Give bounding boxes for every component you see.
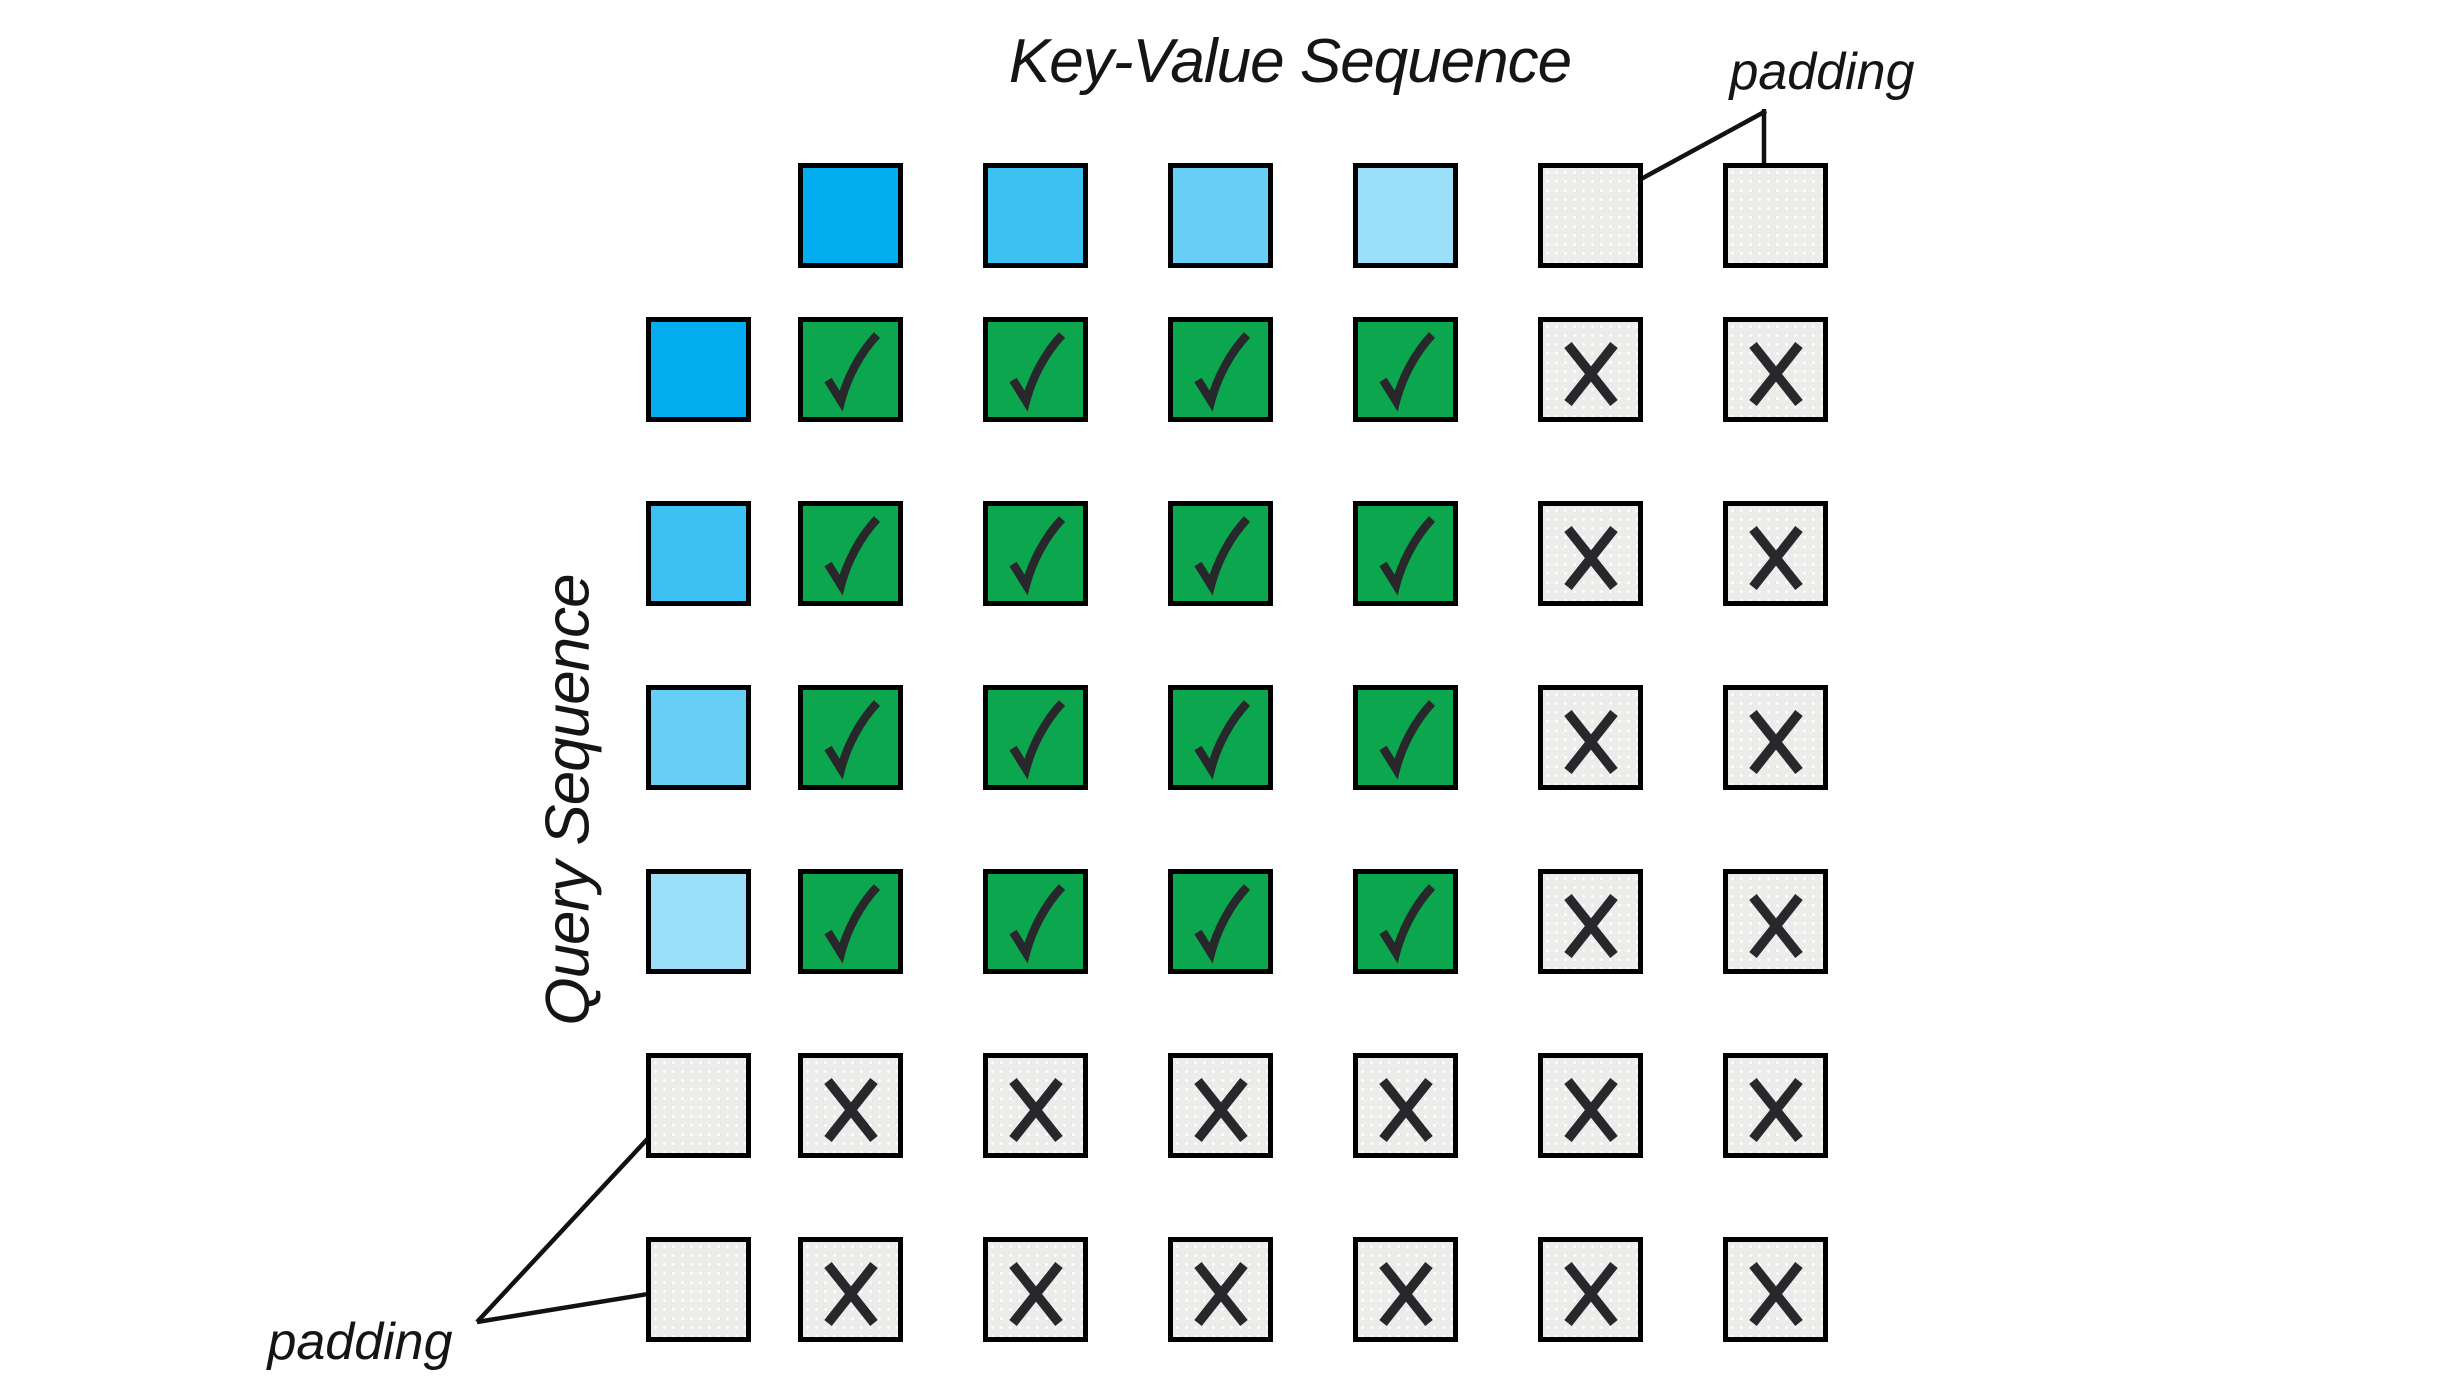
mask-cell-allowed (1168, 317, 1273, 422)
mask-cell-allowed (1353, 685, 1458, 790)
key-value-sequence-label: Key-Value Sequence (1008, 27, 1572, 96)
padding-label-top: padding (1729, 43, 1915, 101)
mask-cell-blocked (1723, 1237, 1828, 1342)
mask-cell-blocked (1538, 869, 1643, 974)
mask-cell-blocked (1538, 501, 1643, 606)
mask-cell-blocked (798, 1053, 903, 1158)
mask-cell-allowed (798, 501, 903, 606)
mask-cell-allowed (1353, 501, 1458, 606)
padding-label-bottom: padding (267, 1313, 453, 1371)
mask-cell-allowed (983, 869, 1088, 974)
mask-cell-allowed (798, 685, 903, 790)
mask-cell-allowed (1168, 869, 1273, 974)
mask-cell-allowed (1353, 869, 1458, 974)
mask-cell-blocked (1538, 317, 1643, 422)
mask-cell-blocked (1353, 1237, 1458, 1342)
mask-cell-blocked (1538, 1237, 1643, 1342)
query-padding-token-cell (646, 1053, 751, 1158)
mask-cell-blocked (1723, 869, 1828, 974)
mask-cell-allowed (798, 869, 903, 974)
mask-cell-allowed (798, 317, 903, 422)
key-token-cell (1353, 163, 1458, 268)
mask-cell-blocked (1723, 317, 1828, 422)
query-token-cell (646, 317, 751, 422)
key-token-cell (1168, 163, 1273, 268)
mask-cell-blocked (1538, 1053, 1643, 1158)
mask-cell-blocked (983, 1237, 1088, 1342)
mask-cell-allowed (983, 685, 1088, 790)
mask-cell-blocked (1168, 1237, 1273, 1342)
mask-cell-blocked (1353, 1053, 1458, 1158)
mask-cell-allowed (983, 317, 1088, 422)
query-token-cell (646, 685, 751, 790)
query-token-cell (646, 869, 751, 974)
mask-cell-allowed (983, 501, 1088, 606)
mask-cell-blocked (798, 1237, 903, 1342)
mask-cell-blocked (1168, 1053, 1273, 1158)
mask-cell-blocked (1723, 501, 1828, 606)
mask-cell-allowed (1168, 685, 1273, 790)
key-padding-token-cell (1538, 163, 1643, 268)
query-padding-token-cell (646, 1237, 751, 1342)
mask-cell-blocked (1538, 685, 1643, 790)
mask-cell-allowed (1353, 317, 1458, 422)
query-sequence-label: Query Sequence (533, 574, 603, 1026)
mask-cell-blocked (983, 1053, 1088, 1158)
key-token-cell (983, 163, 1088, 268)
mask-cell-blocked (1723, 685, 1828, 790)
query-token-cell (646, 501, 751, 606)
mask-cell-blocked (1723, 1053, 1828, 1158)
key-token-cell (798, 163, 903, 268)
mask-cell-allowed (1168, 501, 1273, 606)
key-padding-token-cell (1723, 163, 1828, 268)
